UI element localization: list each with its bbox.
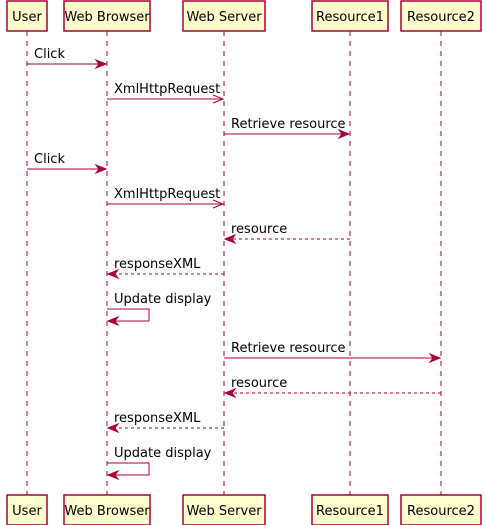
message-2: XmlHttpRequest [107,82,225,104]
message-label: responseXML [114,257,201,272]
arrowhead [212,94,225,104]
participant-top-browser: Web Browser [63,0,151,32]
participant-bottom-user: User [6,494,48,525]
participant-box [63,0,151,32]
arrowhead [106,315,120,327]
participant-bottom-browser: Web Browser [63,494,151,525]
arrowhead [337,128,351,140]
participant-top-user: User [6,0,48,32]
message-9: Retrieve resource [224,341,442,364]
message-label: Click [34,152,65,167]
participant-box [400,494,482,525]
participant-label: Resource1 [316,10,384,25]
message-label: Update display [114,292,212,307]
arrowhead [106,469,120,481]
participant-box [400,0,482,32]
participant-label: Resource2 [407,504,475,519]
participant-label: User [12,504,42,519]
message-12: Update display [106,446,212,481]
arrowhead [94,58,108,70]
participant-box [311,494,389,525]
message-arrow [107,308,150,322]
participant-label: Resource1 [316,504,384,519]
message-6: resource [223,222,350,245]
participant-top-server: Web Server [182,0,266,32]
participant-top-r1: Resource1 [311,0,389,32]
participant-bottom-r1: Resource1 [311,494,389,525]
participant-label: Web Browser [64,504,150,519]
participant-box [6,0,48,32]
arrowhead [106,422,120,434]
arrowhead [106,268,120,280]
participant-top-r2: Resource2 [400,0,482,32]
participant-label: User [12,10,42,25]
message-label: XmlHttpRequest [114,187,220,202]
message-8: Update display [106,292,212,327]
message-11: responseXML [106,411,224,434]
arrowhead [428,352,442,364]
message-7: responseXML [106,257,224,280]
message-1: Click [27,47,108,70]
message-label: resource [231,222,287,237]
message-label: resource [231,376,287,391]
arrowhead [94,163,108,175]
message-3: Retrieve resource [224,117,351,140]
participant-box [63,494,151,525]
participant-bottom-r2: Resource2 [400,494,482,525]
participant-box [6,494,48,525]
participant-box [311,0,389,32]
participant-box [182,0,266,32]
message-label: Retrieve resource [231,117,346,132]
message-arrow [107,462,150,476]
participant-label: Web Browser [64,10,150,25]
message-label: Click [34,47,65,62]
participant-label: Resource2 [407,10,475,25]
arrowhead [212,199,225,209]
participant-box [182,494,266,525]
message-5: XmlHttpRequest [107,187,225,209]
arrowhead [223,387,237,399]
participant-bottom-server: Web Server [182,494,266,525]
message-10: resource [223,376,441,399]
message-label: Retrieve resource [231,341,346,356]
message-4: Click [27,152,108,175]
message-label: XmlHttpRequest [114,82,220,97]
participant-label: Web Server [186,504,262,519]
message-label: responseXML [114,411,201,426]
message-label: Update display [114,446,212,461]
arrowhead [223,233,237,245]
participant-label: Web Server [186,10,262,25]
